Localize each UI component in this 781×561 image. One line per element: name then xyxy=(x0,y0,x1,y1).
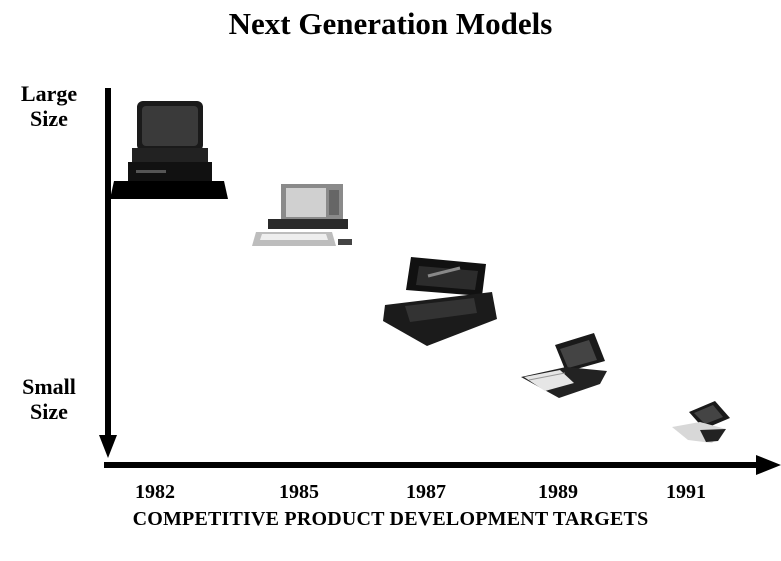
diagram-caption: COMPETITIVE PRODUCT DEVELOPMENT TARGETS xyxy=(132,508,649,530)
laptop-icon xyxy=(521,333,607,398)
large-size-label-line-1: Large xyxy=(20,81,78,106)
time-axis xyxy=(104,455,781,475)
small-size-label: Small Size xyxy=(10,374,88,424)
diagram-title: Next Generation Models xyxy=(228,6,553,41)
year-label-1985: 1985 xyxy=(279,481,319,503)
large-size-label: Large Size xyxy=(10,81,88,131)
size-axis xyxy=(99,88,117,458)
desktop-pc-with-keyboard-icon xyxy=(252,184,352,246)
luggable-portable-computer-icon xyxy=(383,257,497,346)
year-label-1982: 1982 xyxy=(135,481,175,503)
small-size-label-line-2: Size xyxy=(30,399,68,424)
year-label-1989: 1989 xyxy=(538,481,578,503)
desktop-computer-icon xyxy=(110,101,228,199)
large-size-label-line-2: Size xyxy=(30,106,68,131)
year-label-1987: 1987 xyxy=(406,481,446,503)
notebook-icon xyxy=(672,401,730,443)
small-size-label-line-1: Small xyxy=(22,374,76,399)
year-label-1991: 1991 xyxy=(666,481,706,503)
